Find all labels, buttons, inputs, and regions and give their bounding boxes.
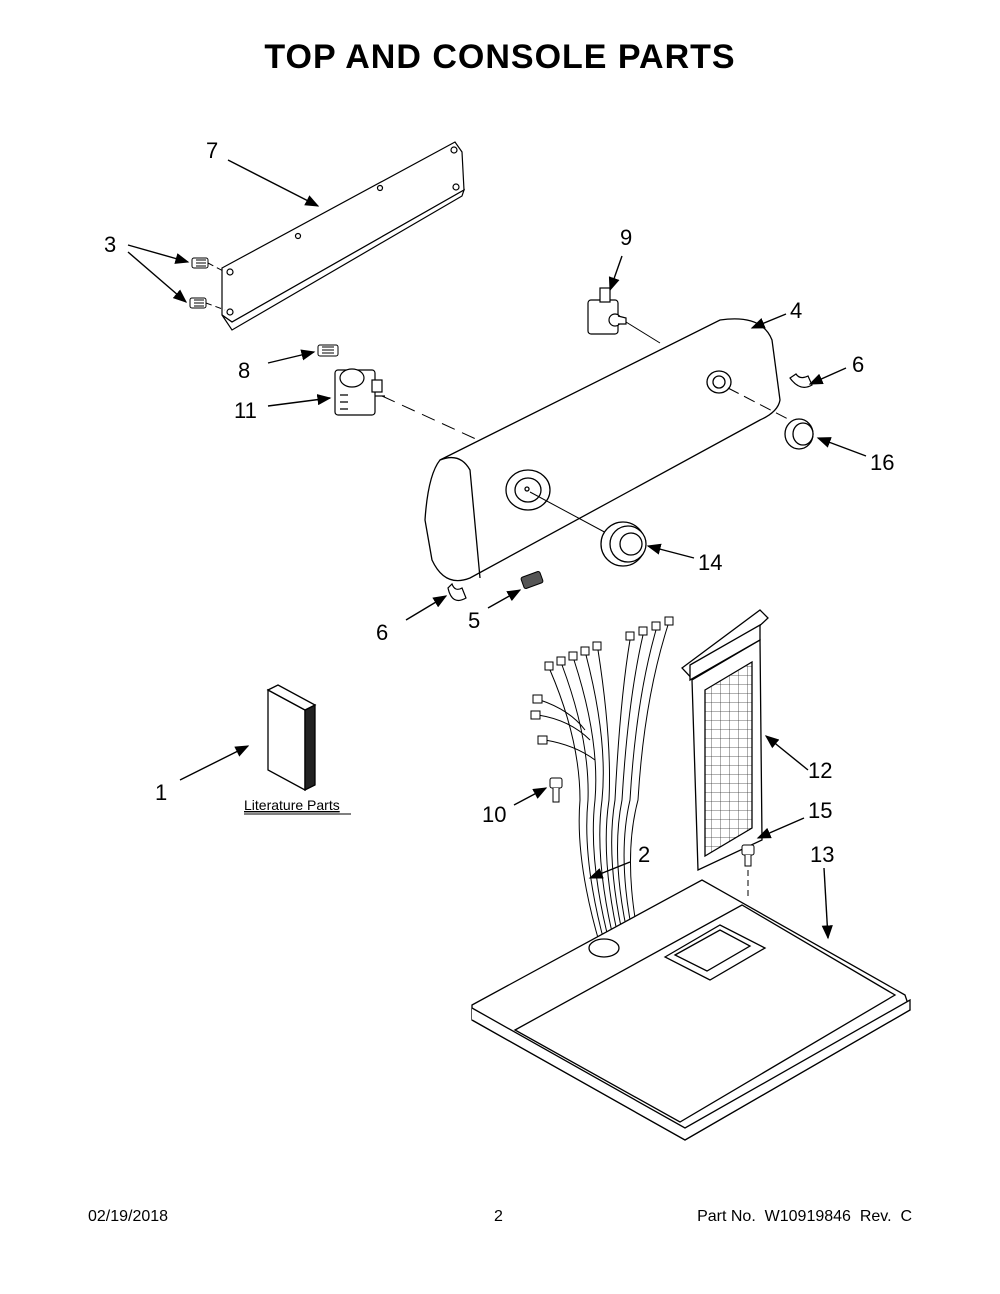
screw-part-10: [549, 777, 563, 803]
callout-11: 11: [234, 398, 257, 423]
callout-4: 4: [790, 298, 802, 323]
clip-part-6-lower: [447, 582, 467, 601]
callout-15: 15: [808, 798, 832, 823]
bracket-part-7: [221, 141, 466, 331]
callout-6-upper: 6: [852, 352, 864, 377]
knob-part-14: [600, 521, 647, 567]
footer-part-number: Part No. W10919846 Rev. C: [697, 1208, 912, 1225]
callout-12: 12: [808, 758, 832, 783]
button-part-5: [520, 571, 544, 589]
callout-1: 1: [155, 780, 167, 805]
literature-parts-label: Literature Parts: [244, 797, 340, 813]
harness-connectors: [530, 616, 674, 745]
console-part-4: [424, 318, 781, 582]
top-panel-part-13: [471, 879, 911, 1141]
callout-8: 8: [238, 358, 250, 383]
callout-13: 13: [810, 842, 834, 867]
callout-6-lower: 6: [376, 620, 388, 645]
callout-14: 14: [698, 550, 722, 575]
knob-part-16: [784, 418, 814, 450]
callout-3: 3: [104, 232, 116, 257]
footer-date: 02/19/2018: [88, 1208, 169, 1225]
literature-part-1: [266, 684, 317, 792]
screw-part-3: [189, 257, 209, 309]
page-title: TOP AND CONSOLE PARTS: [264, 38, 736, 76]
lint-screen-part-12: [681, 609, 769, 872]
callout-10: 10: [482, 802, 506, 827]
callout-7: 7: [206, 138, 218, 163]
clip-part-6-upper: [789, 373, 813, 388]
screw-part-15: [741, 844, 755, 867]
screw-part-8: [317, 344, 339, 357]
switch-part-9: [587, 287, 627, 335]
callout-9: 9: [620, 225, 632, 250]
callout-16: 16: [870, 450, 894, 475]
footer-page-number: 2: [494, 1208, 503, 1225]
callout-2: 2: [638, 842, 650, 867]
callout-arrows: [127, 159, 867, 940]
timer-part-11: [334, 368, 385, 416]
callout-5: 5: [468, 608, 480, 633]
wire-harness-part-2: [537, 624, 669, 946]
